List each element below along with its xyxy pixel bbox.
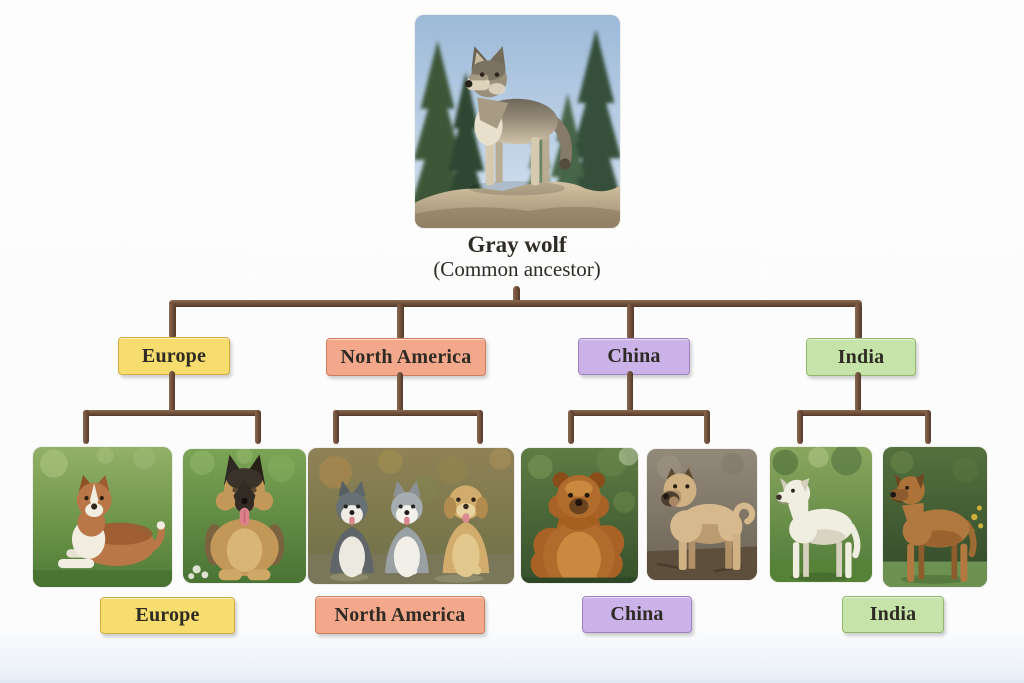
gray-wolf-photo	[415, 15, 620, 228]
connector-europe-right	[255, 410, 261, 444]
ancestor-name: Gray wolf	[467, 232, 567, 257]
region-box-china: China	[578, 338, 690, 375]
connector-stem-india	[855, 372, 861, 414]
bottom-label-china: China	[582, 596, 692, 633]
connector-north-america-left	[333, 410, 339, 444]
connector-branch-europe	[83, 410, 261, 416]
connector-europe-left	[83, 410, 89, 444]
dog-photo-north-america	[308, 448, 514, 584]
region-box-india: India	[806, 338, 916, 376]
region-box-north-america: North America	[326, 338, 486, 376]
connector-drop-china	[627, 303, 634, 340]
connector-stem-north-america	[397, 372, 403, 414]
connector-stem-europe	[169, 371, 175, 414]
dog-photo-europe-1	[33, 447, 172, 587]
connector-india-left	[797, 410, 803, 444]
bottom-label-india: India	[842, 596, 944, 633]
dog-photo-india-1	[770, 447, 872, 582]
bottom-label-north-america: North America	[315, 596, 485, 634]
ancestor-subtitle: (Common ancestor)	[433, 257, 601, 281]
region-box-europe: Europe	[118, 337, 230, 375]
dog-photo-europe-2	[183, 449, 306, 583]
connector-trunk	[513, 286, 520, 304]
connector-drop-india	[855, 303, 862, 340]
europe-dog-2-illustration	[183, 449, 306, 583]
connector-north-america-right	[477, 410, 483, 444]
dog-photo-china-2	[647, 449, 757, 580]
bottom-label-europe: Europe	[100, 597, 235, 634]
connector-branch-china	[568, 410, 710, 416]
connector-china-left	[568, 410, 574, 444]
china-dog-2-illustration	[647, 449, 757, 580]
connector-stem-china	[627, 371, 633, 414]
connector-branch-india	[797, 410, 931, 416]
connector-china-right	[704, 410, 710, 444]
china-dog-1-illustration	[521, 448, 638, 583]
india-dog-1-illustration	[770, 447, 872, 582]
dog-photo-india-2	[883, 447, 987, 587]
india-dog-2-illustration	[883, 447, 987, 587]
connector-drop-north-america	[397, 303, 404, 340]
connector-branch-north-america	[333, 410, 483, 416]
gray-wolf-illustration	[415, 15, 620, 228]
north-america-dogs-illustration	[308, 448, 514, 584]
connector-india-right	[925, 410, 931, 444]
dog-photo-china-1	[521, 448, 638, 583]
europe-dog-1-illustration	[33, 447, 172, 587]
connector-drop-europe	[169, 303, 176, 339]
connector-main-horizontal	[169, 300, 862, 307]
